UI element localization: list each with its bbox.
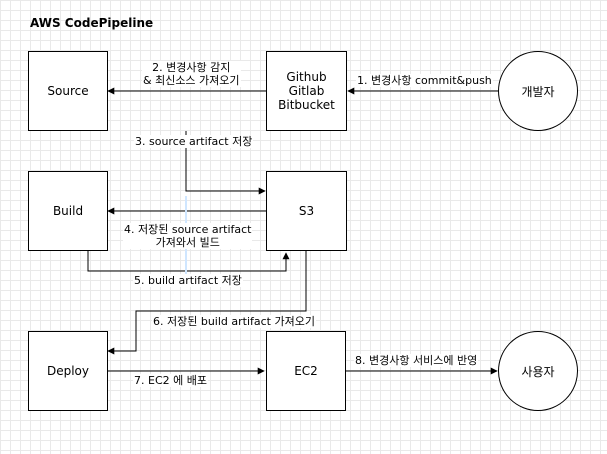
edge-label-7: 7. EC2 에 배포: [133, 374, 208, 387]
build-label: Build: [52, 204, 84, 218]
edge-label-4-line2: 가져와서 빌드: [155, 236, 220, 249]
edge-label-5: 5. build artifact 저장: [133, 274, 243, 287]
ec2-label: EC2: [294, 364, 318, 378]
user-label: 사용자: [521, 364, 555, 379]
edge-label-1: 1. 변경사항 commit&push: [356, 74, 493, 87]
ec2-node: EC2: [266, 331, 346, 411]
source-label: Source: [47, 84, 89, 98]
edge-label-2: 2. 변경사항 감지 & 최신소스 가져오기: [142, 61, 241, 87]
source-node: Source: [28, 51, 108, 131]
diagram-title: AWS CodePipeline: [30, 16, 154, 30]
edge-label-4: 4. 저장된 source artifact 가져와서 빌드: [123, 223, 253, 249]
edge-label-8: 8. 변경사항 서비스에 반영: [354, 354, 479, 367]
user-node: 사용자: [498, 331, 578, 411]
repo-gitlab: Gitlab: [288, 84, 325, 98]
deploy-node: Deploy: [28, 331, 108, 411]
s3-node: S3: [266, 171, 347, 251]
edge-label-2-line1: 2. 변경사항 감지: [152, 61, 231, 74]
edge-label-4-line1: 4. 저장된 source artifact: [124, 223, 252, 236]
developer-node: 개발자: [498, 51, 578, 131]
repos-node: Github Gitlab Bitbucket: [266, 51, 347, 131]
s3-label: S3: [298, 204, 315, 218]
repo-bitbucket: Bitbucket: [278, 98, 335, 112]
developer-label: 개발자: [521, 84, 555, 99]
edge-label-2-line2: & 최신소스 가져오기: [143, 74, 240, 87]
repo-github: Github: [286, 70, 327, 84]
edge-label-6: 6. 저장된 build artifact 가져오기: [152, 315, 316, 328]
edge-label-3: 3. source artifact 저장: [134, 135, 254, 148]
build-node: Build: [28, 171, 108, 251]
edge-store-source-artifact: [185, 131, 266, 195]
edge-fetch-build-artifact: [107, 251, 307, 355]
deploy-label: Deploy: [46, 364, 90, 378]
